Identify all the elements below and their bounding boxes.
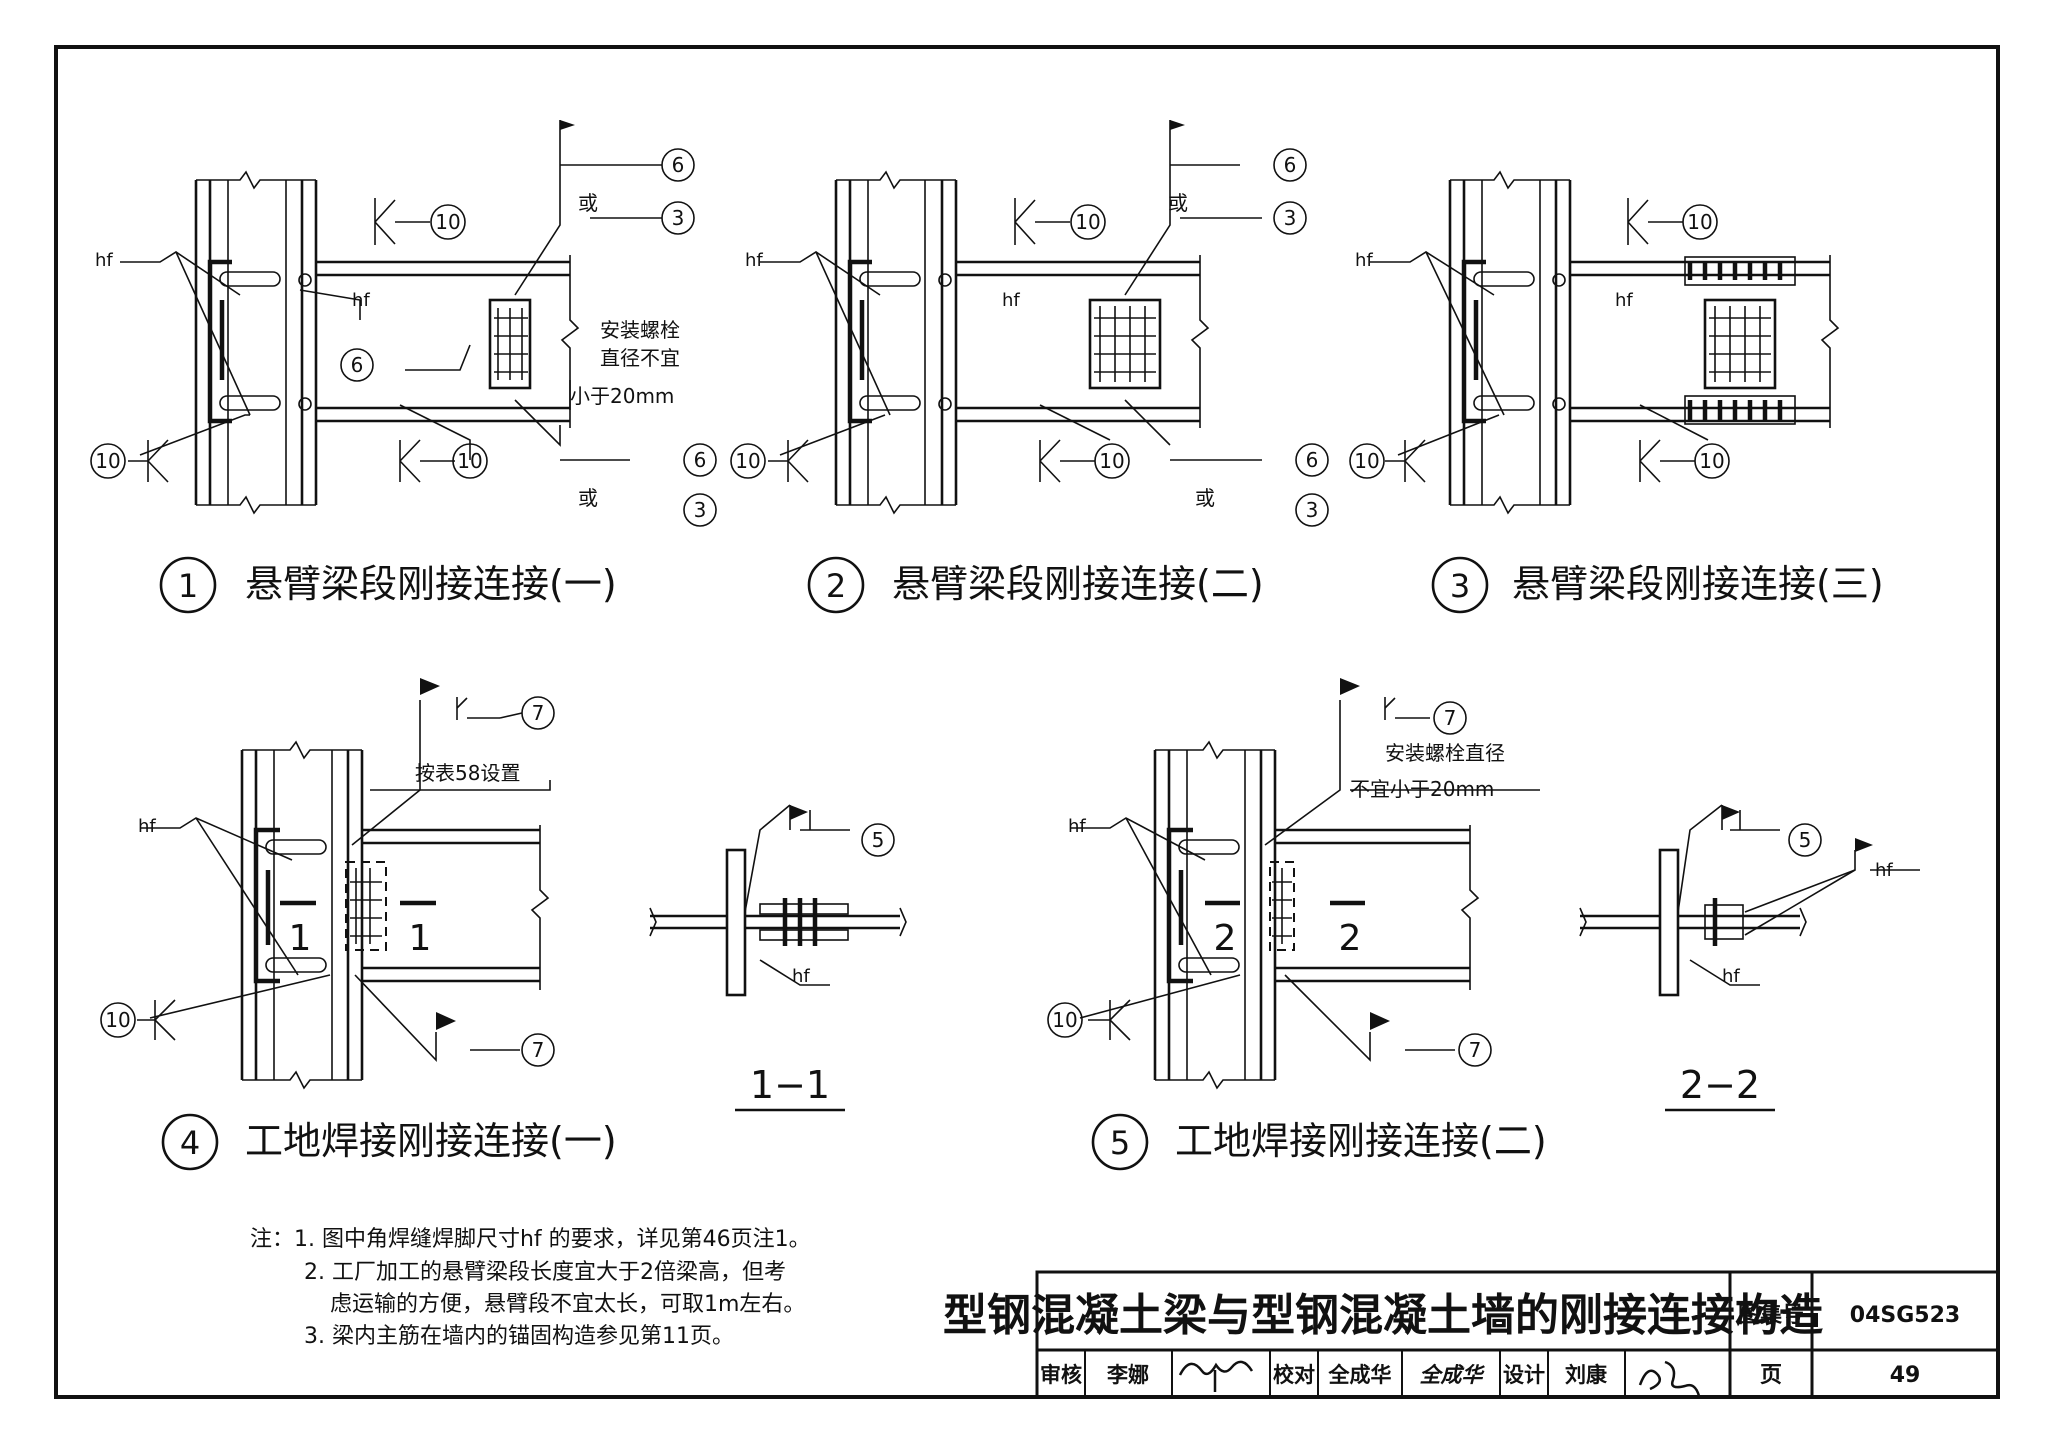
weld-10-label: 10 xyxy=(457,449,482,473)
design-label: 设计 xyxy=(1503,1363,1545,1387)
bolt-note-line: 不宜小于20mm xyxy=(1350,777,1494,801)
note-line: 2. 工厂加工的悬臂梁段长度宜大于2倍梁高，但考 xyxy=(304,1260,786,1285)
review-signature xyxy=(1178,1360,1254,1392)
weld-7-label: 7 xyxy=(1469,1038,1482,1062)
section-2-2: 5 hf hf 2−2 xyxy=(1579,804,1920,1112)
weld-7-label: 7 xyxy=(532,701,545,725)
weld-6-label: 6 xyxy=(694,448,707,472)
diagram-4: 1 1 10 7 7 按表58设置 hf 4 工地焊接刚接连接(一) xyxy=(100,678,617,1171)
diagram-3: 10 10 10 hf hf 3 悬臂梁段刚接连接(三) xyxy=(1349,170,1884,614)
diagram-title: 悬臂梁段刚接连接(一) xyxy=(245,562,617,606)
review-name: 李娜 xyxy=(1106,1363,1149,1387)
weld-10-label: 10 xyxy=(95,449,120,473)
diagram-1: 10 10 10 6 或 3 6 或 3 6 hf hf 安装螺栓 直径不宜 小… xyxy=(90,120,717,614)
page-label: 页 xyxy=(1760,1363,1782,1388)
diagram-title: 工地焊接刚接连接(一) xyxy=(245,1119,617,1163)
atlas-label: 图集号 xyxy=(1738,1302,1804,1328)
weld-10-label: 10 xyxy=(105,1008,130,1032)
title-block: 型钢混凝土梁与型钢混凝土墙的刚接连接构造 图集号 04SG523 审核 李娜 校… xyxy=(943,1270,2000,1399)
bolt-note-line: 安装螺栓直径 xyxy=(1385,741,1505,765)
hf-label: hf xyxy=(352,290,370,311)
atlas-number: 04SG523 xyxy=(1850,1303,1960,1328)
hf-label: hf xyxy=(1615,290,1633,311)
hf-label: hf xyxy=(1875,860,1893,881)
weld-3-label: 3 xyxy=(1284,206,1297,230)
sheet-border xyxy=(54,45,2000,1399)
weld-10-label: 10 xyxy=(1099,449,1124,473)
note-line: 虑运输的方便，悬臂段不宜太长，可取1m左右。 xyxy=(330,1292,805,1317)
design-signature xyxy=(1638,1360,1701,1397)
weld-3-label: 3 xyxy=(694,498,707,522)
weld-5-label: 5 xyxy=(872,828,885,852)
section-1-1: 5 hf 1−1 xyxy=(649,804,907,1112)
hf-label: hf xyxy=(95,250,113,271)
weld-10-label: 10 xyxy=(1075,210,1100,234)
weld-6-label: 6 xyxy=(1306,448,1319,472)
weld-3-label: 3 xyxy=(1306,498,1319,522)
hf-label: hf xyxy=(1355,250,1373,271)
section-mark: 2 xyxy=(1214,918,1237,959)
page-number: 49 xyxy=(1890,1363,1921,1388)
hf-label: hf xyxy=(1722,966,1740,987)
hf-label: hf xyxy=(745,250,763,271)
weld-10-label: 10 xyxy=(735,449,760,473)
note-line: 注：1. 图中角焊缝焊脚尺寸hf 的要求，详见第46页注1。 xyxy=(250,1227,811,1252)
diagram-number: 3 xyxy=(1450,567,1470,605)
notes: 注：1. 图中角焊缝焊脚尺寸hf 的要求，详见第46页注1。 2. 工厂加工的悬… xyxy=(250,1227,811,1349)
diagram-number: 5 xyxy=(1110,1124,1130,1162)
or-label: 或 xyxy=(578,191,598,215)
or-label: 或 xyxy=(1168,191,1188,215)
check-signature: 全成华 xyxy=(1420,1363,1486,1387)
hf-label: hf xyxy=(792,966,810,987)
section-mark: 1 xyxy=(289,918,312,959)
bolt-note-line: 安装螺栓 xyxy=(600,318,680,342)
check-name: 全成华 xyxy=(1328,1363,1392,1387)
hf-label: hf xyxy=(1068,816,1086,837)
weld-10-label: 10 xyxy=(1052,1008,1077,1032)
weld-10-label: 10 xyxy=(1699,449,1724,473)
review-label: 审核 xyxy=(1040,1363,1082,1387)
diagram-number: 2 xyxy=(826,567,846,605)
hf-label: hf xyxy=(1002,290,1020,311)
design-name: 刘康 xyxy=(1565,1363,1608,1387)
diagram-number: 1 xyxy=(178,567,198,605)
note-line: 3. 梁内主筋在墙内的锚固构造参见第11页。 xyxy=(304,1324,734,1349)
section-label: 2−2 xyxy=(1680,1063,1760,1107)
weld-7-label: 7 xyxy=(532,1038,545,1062)
drawing-title: 型钢混凝土梁与型钢混凝土墙的刚接连接构造 xyxy=(943,1290,1823,1341)
diagram-title: 悬臂梁段刚接连接(二) xyxy=(892,562,1264,606)
or-label: 或 xyxy=(578,486,598,510)
weld-10-label: 10 xyxy=(435,210,460,234)
check-label: 校对 xyxy=(1273,1363,1315,1387)
diagram-title: 工地焊接刚接连接(二) xyxy=(1175,1119,1547,1163)
or-label: 或 xyxy=(1195,486,1215,510)
diagram-5: 2 2 10 7 7 安装螺栓直径 不宜小于20mm hf 5 工地焊接刚接连接… xyxy=(1047,678,1547,1171)
bolt-note-line: 直径不宜 xyxy=(600,346,680,370)
table-note: 按表58设置 xyxy=(415,761,520,785)
hf-label: hf xyxy=(138,816,156,837)
weld-3-label: 3 xyxy=(672,206,685,230)
section-mark: 1 xyxy=(409,918,432,959)
bolt-note-line: 小于20mm xyxy=(570,384,674,408)
diagram-number: 4 xyxy=(180,1124,200,1162)
weld-10-label: 10 xyxy=(1354,449,1379,473)
diagram-title: 悬臂梁段刚接连接(三) xyxy=(1512,562,1884,606)
weld-7-label: 7 xyxy=(1444,706,1457,730)
diagram-2: 10 10 10 6 或 3 6 或 3 hf hf 2 悬臂梁段刚接连接(二) xyxy=(730,120,1329,614)
weld-6-label: 6 xyxy=(351,353,364,377)
section-mark: 2 xyxy=(1339,918,1362,959)
weld-10-label: 10 xyxy=(1687,210,1712,234)
weld-5-label: 5 xyxy=(1799,828,1812,852)
weld-6-label: 6 xyxy=(1284,153,1297,177)
section-label: 1−1 xyxy=(750,1063,830,1107)
weld-6-label: 6 xyxy=(672,153,685,177)
